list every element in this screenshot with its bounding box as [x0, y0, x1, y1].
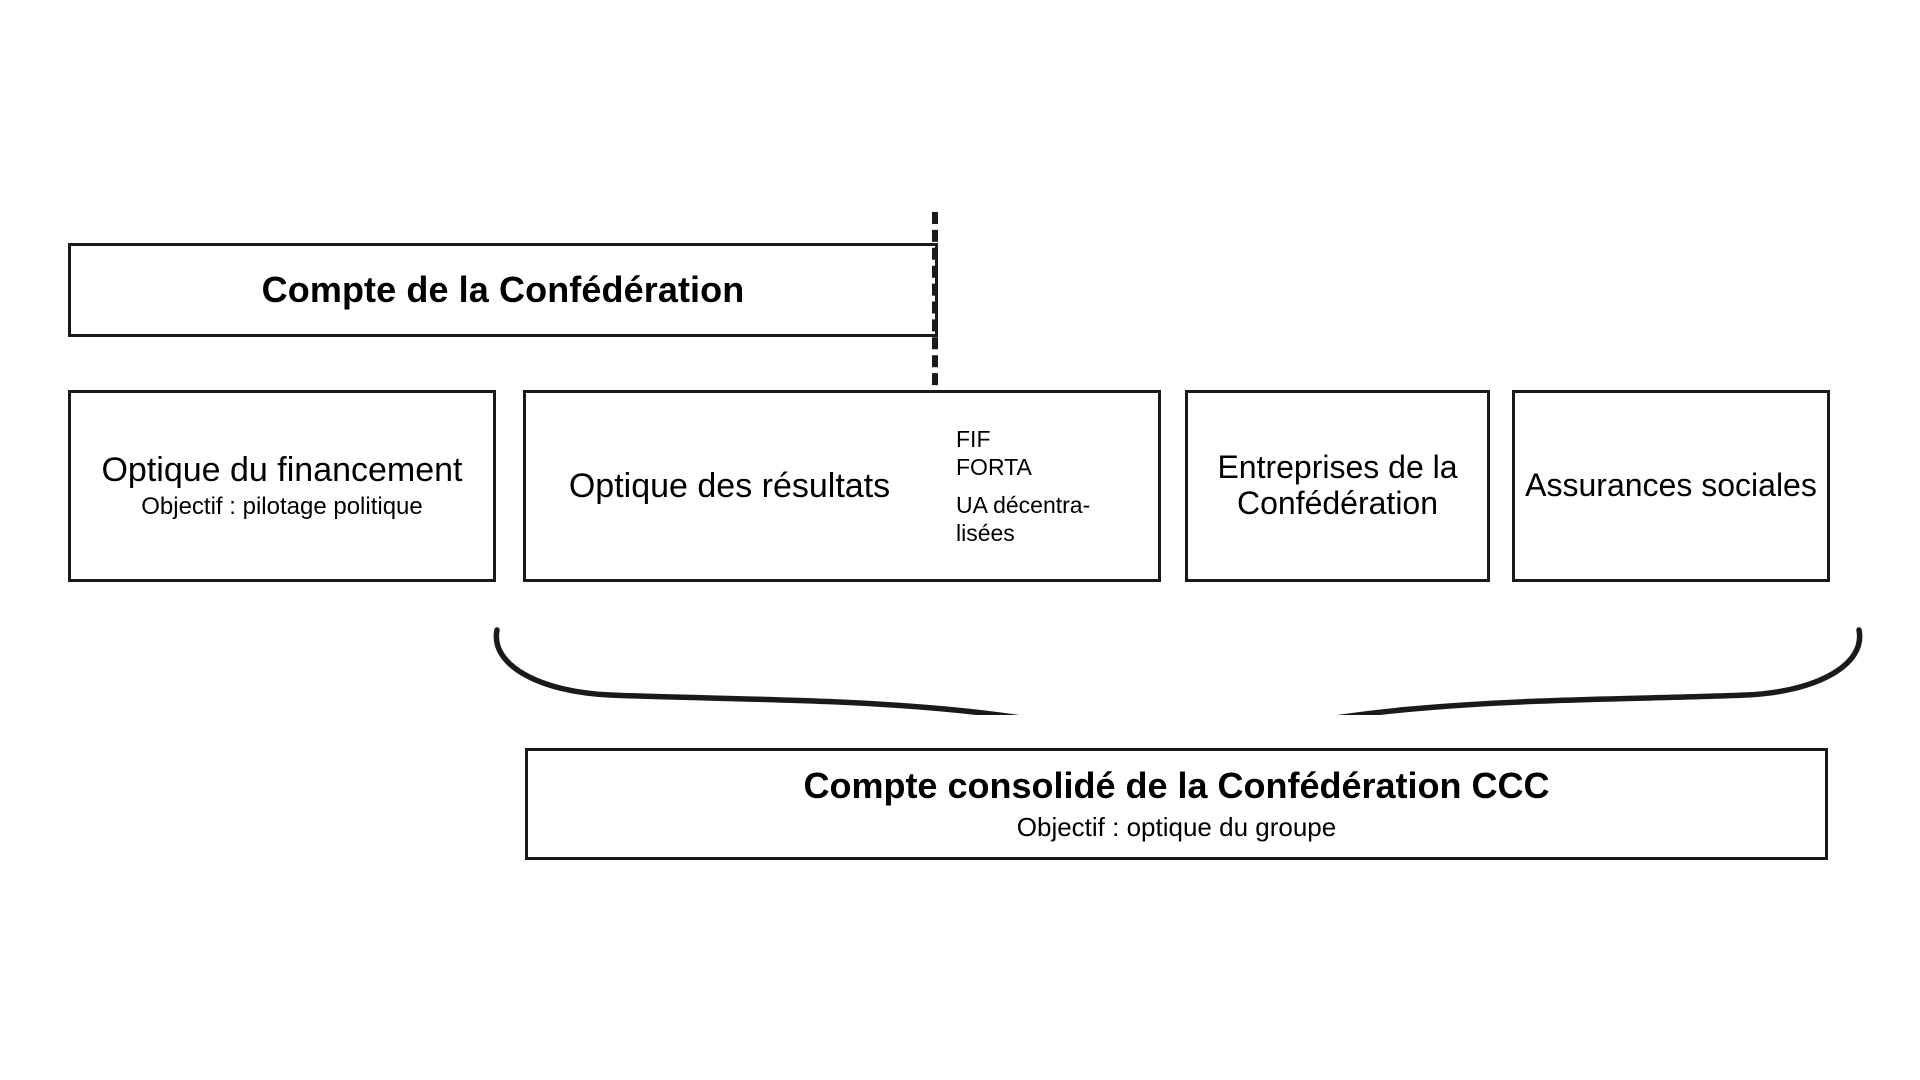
box-compte-consolide-title: Compte consolidé de la Confédération CCC: [803, 765, 1550, 807]
annex-item-ua-decentralisees: UA décentra- lisées: [956, 491, 1091, 546]
box-optique-resultats: Optique des résultats FIF FORTA UA décen…: [523, 390, 1161, 582]
box-entreprises-confederation-title: Entreprises de la Confédération: [1217, 449, 1458, 521]
curly-brace-connector: [493, 627, 1863, 715]
box-compte-consolide: Compte consolidé de la Confédération CCC…: [525, 748, 1828, 860]
box-compte-confederation-title: Compte de la Confédération: [261, 268, 745, 310]
box-optique-financement-title: Optique du financement: [101, 451, 463, 490]
box-compte-confederation: Compte de la Confédération: [68, 243, 938, 337]
box-assurances-sociales: Assurances sociales: [1512, 390, 1830, 582]
box-optique-financement-objective: Objectif : pilotage politique: [141, 493, 423, 521]
box-optique-financement: Optique du financement Objectif : pilota…: [68, 390, 496, 582]
annex-item-fif: FIF: [956, 426, 991, 453]
box-optique-resultats-annex: FIF FORTA UA décentra- lisées: [933, 393, 1158, 579]
box-optique-resultats-left: Optique des résultats: [526, 393, 933, 579]
box-optique-resultats-title: Optique des résultats: [568, 466, 891, 505]
brace-path: [493, 627, 1863, 715]
box-assurances-sociales-title: Assurances sociales: [1525, 467, 1817, 504]
annex-item-forta: FORTA: [956, 454, 1032, 481]
box-entreprises-confederation: Entreprises de la Confédération: [1185, 390, 1490, 582]
box-compte-consolide-objective: Objectif : optique du groupe: [1016, 811, 1337, 842]
